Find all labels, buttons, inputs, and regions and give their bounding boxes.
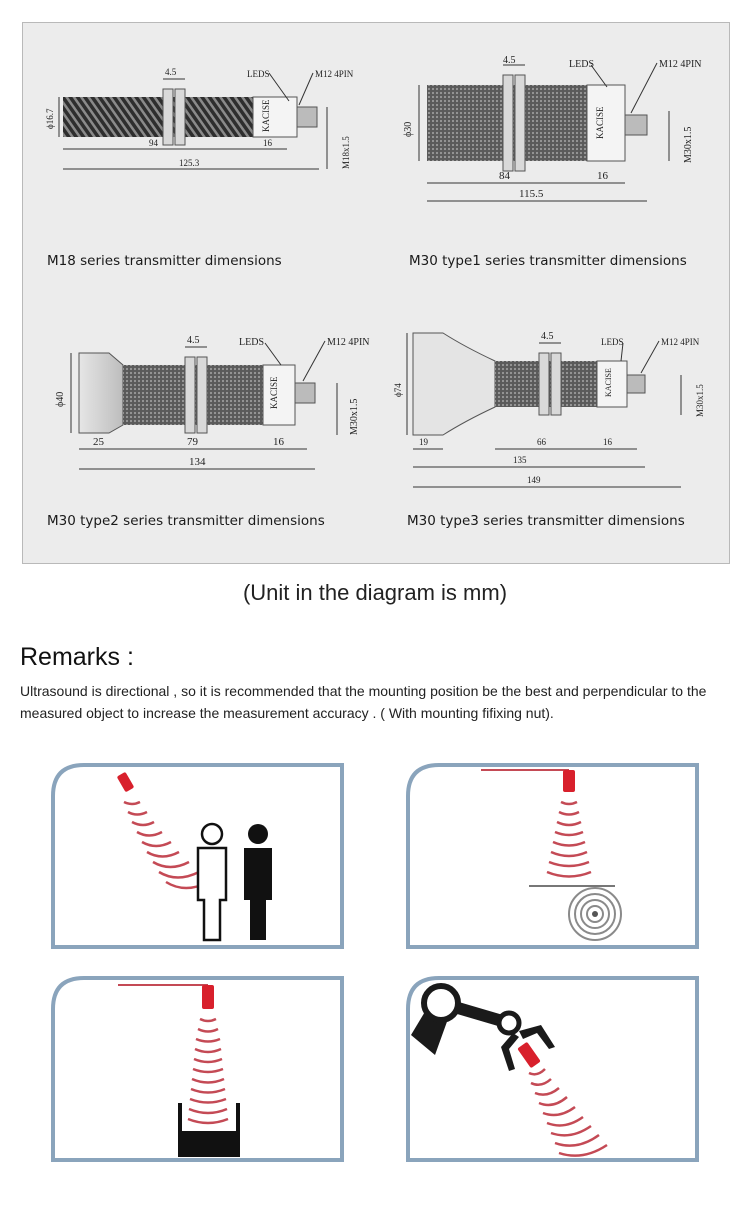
svg-text:M30x1.5: M30x1.5	[683, 127, 694, 163]
svg-text:M18x1.5: M18x1.5	[341, 136, 351, 169]
svg-text:M12 4PIN: M12 4PIN	[327, 337, 370, 348]
svg-text:84: 84	[499, 170, 511, 182]
svg-text:M12 4PIN: M12 4PIN	[659, 59, 702, 70]
m30-type1-caption: M30 type1 series transmitter dimensions	[409, 253, 687, 269]
brand-label: KACISE	[604, 368, 613, 397]
svg-text:ϕ40: ϕ40	[55, 392, 66, 407]
svg-text:115.5: 115.5	[519, 188, 544, 200]
brand-label: KACISE	[261, 99, 271, 132]
svg-text:16: 16	[273, 436, 285, 448]
dimension-diagrams: KACISE ϕ16.7 4.5 LEDS M12 4PIN M18x1.5 9…	[22, 22, 730, 564]
remarks-title: Remarks :	[20, 643, 134, 671]
svg-text:4.5: 4.5	[165, 67, 177, 77]
svg-text:M12 4PIN: M12 4PIN	[315, 69, 354, 79]
m30-type2-dimension-drawing: KACISE ϕ40 4.5 LEDS M12 4PIN M30x1.5 25 …	[37, 323, 377, 483]
svg-text:135: 135	[513, 455, 527, 465]
svg-text:LEDS: LEDS	[247, 69, 270, 79]
m18-dimension-drawing: KACISE ϕ16.7 4.5 LEDS M12 4PIN M18x1.5 9…	[37, 57, 357, 207]
svg-text:19: 19	[419, 437, 429, 447]
svg-text:149: 149	[527, 475, 541, 485]
svg-text:M30x1.5: M30x1.5	[695, 384, 705, 417]
m18-caption: M18 series transmitter dimensions	[47, 253, 282, 269]
svg-text:16: 16	[263, 138, 273, 148]
brand-label: KACISE	[269, 376, 279, 409]
svg-text:16: 16	[597, 170, 609, 182]
svg-text:LEDS: LEDS	[239, 337, 264, 348]
robot-arm-icon	[405, 975, 701, 1165]
m30-type2-caption: M30 type2 series transmitter dimensions	[47, 513, 325, 529]
svg-text:25: 25	[93, 436, 105, 448]
brand-label: KACISE	[595, 106, 605, 139]
svg-text:M30x1.5: M30x1.5	[349, 399, 360, 435]
svg-text:LEDS: LEDS	[569, 59, 594, 70]
m30-type1-dimension-drawing: KACISE ϕ30 4.5 LEDS M12 4PIN M30x1.5 84 …	[391, 51, 711, 211]
svg-text:4.5: 4.5	[503, 55, 516, 66]
coil-diameter-icon	[405, 762, 701, 952]
svg-text:ϕ74: ϕ74	[393, 383, 403, 397]
svg-text:94: 94	[149, 138, 159, 148]
svg-text:79: 79	[187, 436, 199, 448]
tank-level-icon	[50, 975, 346, 1165]
svg-text:M12 4PIN: M12 4PIN	[661, 337, 700, 347]
svg-text:134: 134	[189, 456, 206, 468]
svg-text:125.3: 125.3	[179, 158, 200, 168]
m30-type3-caption: M30 type3 series transmitter dimensions	[407, 513, 685, 529]
remarks-text: Ultrasound is directional , so it is rec…	[20, 683, 707, 721]
svg-text:ϕ16.7: ϕ16.7	[45, 108, 55, 129]
m30-type3-dimension-drawing: KACISE ϕ74 4.5 LEDS M12 4PIN M30x1.5 19 …	[385, 303, 715, 493]
svg-text:66: 66	[537, 437, 547, 447]
svg-text:4.5: 4.5	[541, 331, 554, 342]
svg-text:LEDS: LEDS	[601, 337, 624, 347]
unit-note: (Unit in the diagram is mm)	[242, 580, 508, 605]
svg-text:4.5: 4.5	[187, 335, 200, 346]
svg-text:ϕ30: ϕ30	[403, 122, 414, 137]
people-detection-icon	[50, 762, 346, 952]
svg-text:16: 16	[603, 437, 613, 447]
